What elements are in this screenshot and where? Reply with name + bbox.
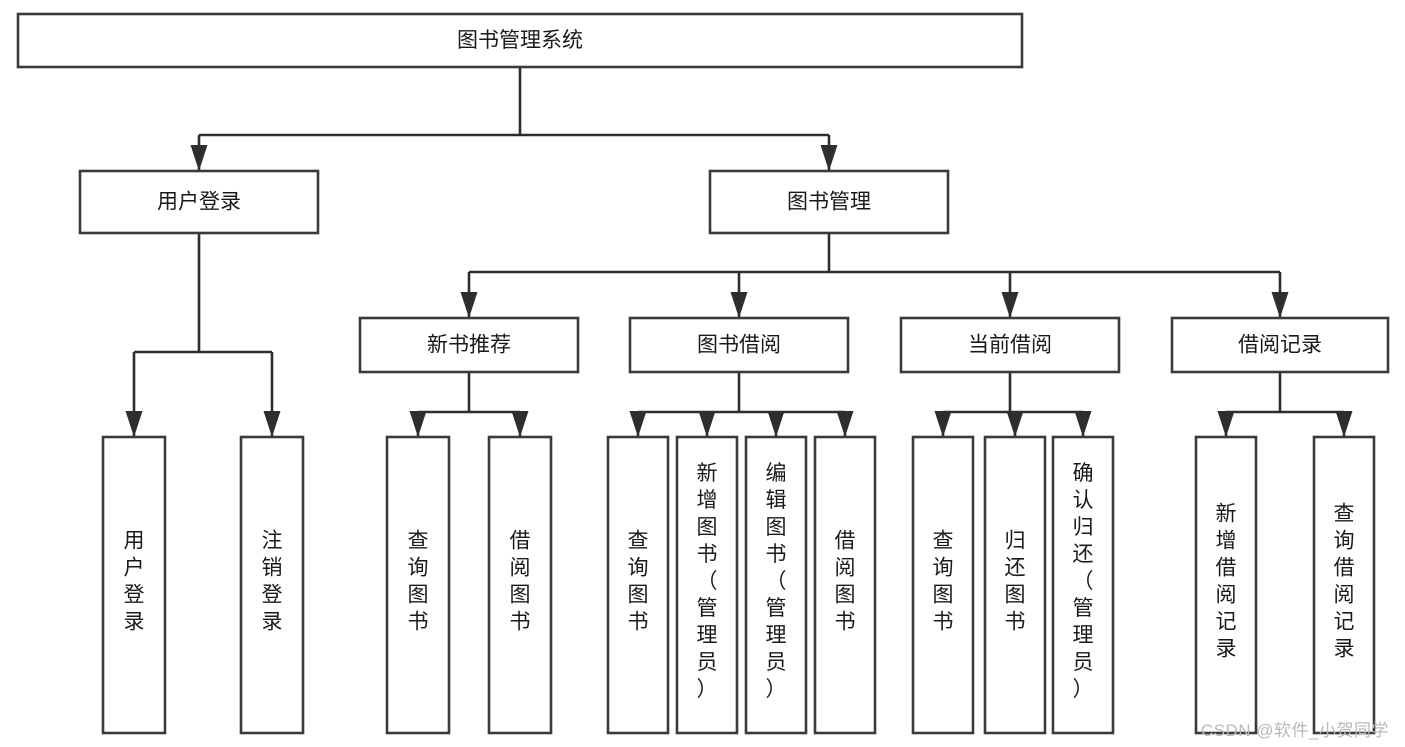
node-current-borrow-label: 当前借阅 — [968, 334, 1052, 357]
node-layer: 图书管理系统用户登录图书管理新书推荐图书借阅当前借阅借阅记录用户登录注销登录查询… — [16, 12, 1390, 735]
leaf-leaf-edit-book-label: 编辑图书（管理员） — [766, 462, 787, 701]
bookmgmt-to-level3-arrow-icon-0 — [460, 292, 478, 318]
fan-user-login-arrow-icon-0 — [125, 411, 143, 437]
bookmgmt-to-level3-arrow-icon-1 — [730, 292, 748, 318]
leaf-leaf-query-book-rec[interactable]: 查询图书 — [385, 435, 451, 735]
leaf-leaf-query-book-rec-label: 查询图书 — [408, 530, 429, 634]
node-root-label: 图书管理系统 — [457, 29, 583, 52]
leaf-leaf-user-login-label: 用户登录 — [124, 530, 145, 634]
fan-book-borrow-arrow-icon-3 — [836, 411, 854, 437]
leaf-leaf-query-borrow-record-label: 查询借阅记录 — [1334, 503, 1355, 661]
node-new-book-recommend-label: 新书推荐 — [427, 334, 511, 357]
connector-layer — [125, 67, 1353, 437]
root-to-level2-arrow-icon-1 — [820, 145, 838, 171]
leaf-leaf-user-login[interactable]: 用户登录 — [101, 435, 167, 735]
leaf-leaf-borrow-book-rec-box[interactable] — [487, 435, 553, 735]
node-book-management-label: 图书管理 — [787, 191, 871, 214]
leaf-leaf-return-book-box[interactable] — [983, 435, 1047, 735]
leaf-leaf-add-borrow-record-box[interactable] — [1194, 435, 1258, 735]
node-book-borrow-label: 图书借阅 — [697, 334, 781, 357]
node-current-borrow-box[interactable] — [899, 316, 1121, 374]
leaf-leaf-user-logout-box[interactable] — [239, 435, 305, 735]
leaf-leaf-borrow-book-rec-label: 借阅图书 — [510, 530, 531, 634]
fan-book-borrow-arrow-icon-1 — [698, 411, 716, 437]
leaf-leaf-query-book-rec-box[interactable] — [385, 435, 451, 735]
leaf-leaf-query-book-current-label: 查询图书 — [933, 530, 954, 634]
leaf-leaf-confirm-return-box[interactable] — [1051, 435, 1115, 735]
fan-borrow-record-arrow-icon-0 — [1217, 411, 1235, 437]
node-new-book-recommend[interactable]: 新书推荐 — [358, 316, 580, 374]
leaf-leaf-confirm-return[interactable]: 确认归还（管理员） — [1051, 435, 1115, 735]
leaf-leaf-borrow-book-box[interactable] — [813, 435, 877, 735]
leaf-leaf-borrow-book[interactable]: 借阅图书 — [813, 435, 877, 735]
fan-new-book-recommend-arrow-icon-1 — [511, 411, 529, 437]
node-borrow-record-label: 借阅记录 — [1238, 334, 1322, 357]
fan-book-borrow-arrow-icon-0 — [629, 411, 647, 437]
root-to-level2-arrow-icon-0 — [190, 145, 208, 171]
leaf-leaf-query-borrow-record-box[interactable] — [1312, 435, 1376, 735]
leaf-leaf-confirm-return-label: 确认归还（管理员） — [1073, 462, 1094, 701]
leaf-leaf-user-login-box[interactable] — [101, 435, 167, 735]
node-user-login[interactable]: 用户登录 — [78, 169, 320, 235]
leaf-leaf-query-book-borrow[interactable]: 查询图书 — [606, 435, 670, 735]
fan-current-borrow-arrow-icon-0 — [934, 411, 952, 437]
fan-borrow-record-arrow-icon-1 — [1335, 411, 1353, 437]
leaf-leaf-user-logout-label: 注销登录 — [262, 530, 283, 634]
node-current-borrow[interactable]: 当前借阅 — [899, 316, 1121, 374]
node-new-book-recommend-box[interactable] — [358, 316, 580, 374]
leaf-leaf-return-book-label: 归还图书 — [1005, 530, 1026, 634]
bookmgmt-to-level3-arrow-icon-3 — [1271, 292, 1289, 318]
leaf-leaf-query-book-current[interactable]: 查询图书 — [911, 435, 975, 735]
csdn-watermark: CSDN @软件_小贺同学 — [1200, 721, 1389, 740]
fan-book-borrow-arrow-icon-2 — [767, 411, 785, 437]
leaf-leaf-borrow-book-rec[interactable]: 借阅图书 — [487, 435, 553, 735]
node-root-box[interactable] — [16, 12, 1024, 69]
fan-current-borrow-arrow-icon-1 — [1006, 411, 1024, 437]
node-root[interactable]: 图书管理系统 — [16, 12, 1024, 69]
leaf-leaf-borrow-book-label: 借阅图书 — [835, 530, 856, 634]
fan-user-login-arrow-icon-1 — [263, 411, 281, 437]
leaf-leaf-add-book-label: 新增图书（管理员） — [697, 462, 718, 701]
bookmgmt-to-level3-arrow-icon-2 — [1001, 292, 1019, 318]
leaf-leaf-add-borrow-record[interactable]: 新增借阅记录 — [1194, 435, 1258, 735]
leaf-leaf-query-borrow-record[interactable]: 查询借阅记录 — [1312, 435, 1376, 735]
leaf-leaf-edit-book-box[interactable] — [744, 435, 808, 735]
leaf-leaf-add-book[interactable]: 新增图书（管理员） — [675, 435, 739, 735]
node-book-borrow-box[interactable] — [628, 316, 850, 374]
node-borrow-record-box[interactable] — [1170, 316, 1390, 374]
node-user-login-label: 用户登录 — [157, 191, 241, 214]
node-book-management-box[interactable] — [708, 169, 950, 235]
node-book-management[interactable]: 图书管理 — [708, 169, 950, 235]
node-user-login-box[interactable] — [78, 169, 320, 235]
leaf-leaf-query-book-current-box[interactable] — [911, 435, 975, 735]
fan-current-borrow-arrow-icon-2 — [1074, 411, 1092, 437]
node-borrow-record[interactable]: 借阅记录 — [1170, 316, 1390, 374]
leaf-leaf-add-book-box[interactable] — [675, 435, 739, 735]
leaf-leaf-return-book[interactable]: 归还图书 — [983, 435, 1047, 735]
leaf-leaf-user-logout[interactable]: 注销登录 — [239, 435, 305, 735]
node-book-borrow[interactable]: 图书借阅 — [628, 316, 850, 374]
fan-new-book-recommend-arrow-icon-0 — [409, 411, 427, 437]
leaf-leaf-query-book-borrow-box[interactable] — [606, 435, 670, 735]
leaf-leaf-add-borrow-record-label: 新增借阅记录 — [1216, 503, 1237, 661]
leaf-leaf-query-book-borrow-label: 查询图书 — [628, 530, 649, 634]
leaf-leaf-edit-book[interactable]: 编辑图书（管理员） — [744, 435, 808, 735]
